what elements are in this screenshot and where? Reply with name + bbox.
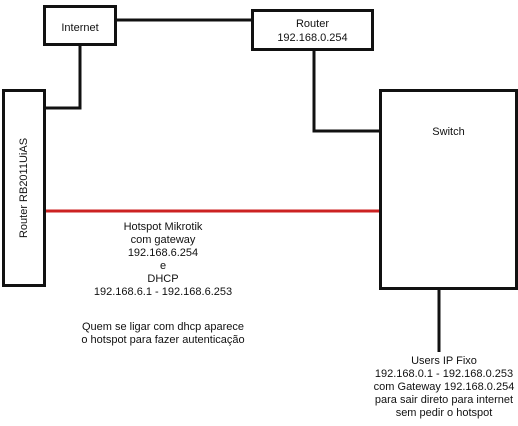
router-top-label: Router 192.168.0.254 [254,12,371,45]
router-left-label: Router RB2011UiAS [18,137,30,239]
fixed-ip-note-line: para sair direto para internet [374,394,514,406]
link-internet-router-left [46,46,82,110]
router-left-node: Router RB2011UiAS [2,89,46,287]
dhcp-note-line: o hotspot para fazer autenticação [81,334,245,346]
hotspot-note-line: DHCP [147,273,179,285]
hotspot-note-line: 192.168.6.1 - 192.168.6.253 [93,286,233,298]
hotspot-note-line: Hotspot Mikrotik [123,221,203,233]
switch-label: Switch [432,126,465,138]
internet-node: Internet [43,5,117,46]
hotspot-note-line: e [159,260,167,272]
router-top-ip: 192.168.0.254 [277,32,348,44]
hotspot-note-line: com gateway [130,234,196,246]
fixed-ip-note-line: com Gateway 192.168.0.254 [373,381,515,393]
fixed-ip-note: Users IP Fixo 192.168.0.1 - 192.168.0.25… [372,355,516,420]
switch-node: Switch [379,89,518,290]
dhcp-note-line: Quem se ligar com dhcp aparece [81,321,245,333]
link-router-top-switch [312,51,379,133]
router-top-name: Router [295,18,330,30]
hotspot-note: Hotspot Mikrotik com gateway 192.168.6.2… [78,221,248,299]
internet-label: Internet [61,22,99,34]
fixed-ip-note-line: 192.168.0.1 - 192.168.0.253 [374,368,514,380]
router-top-node: Router 192.168.0.254 [251,9,374,51]
fixed-ip-note-line: Users IP Fixo [411,355,477,367]
hotspot-note-line: 192.168.6.254 [127,247,199,259]
fixed-ip-note-line: sem pedir o hotspot [395,407,493,419]
dhcp-note: Quem se ligar com dhcp aparece o hotspot… [50,321,276,347]
